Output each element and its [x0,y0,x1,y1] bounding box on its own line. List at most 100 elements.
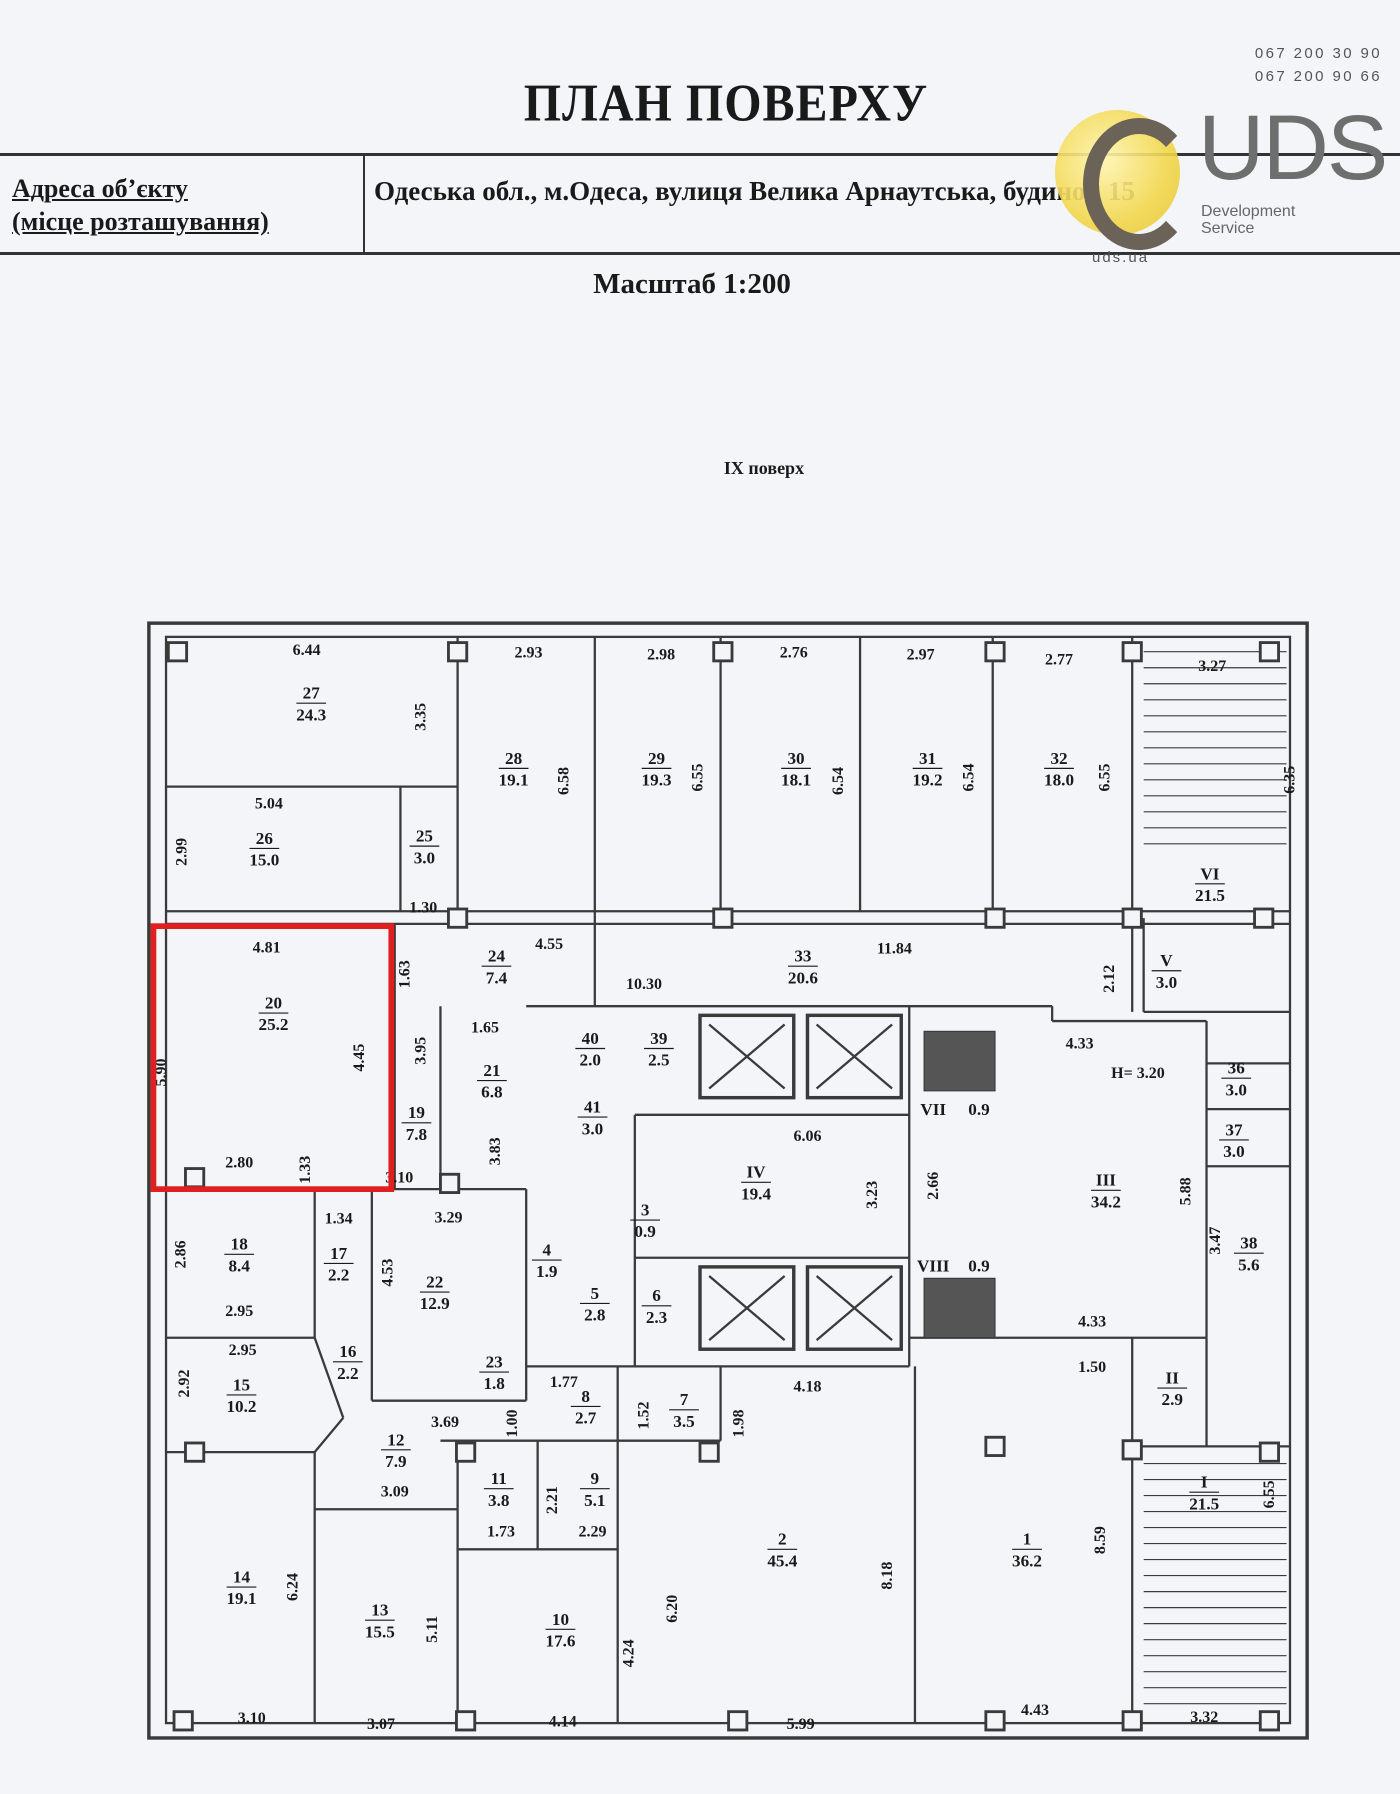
elevator-shaft [698,1013,796,1100]
room-37: 373.0 [1219,1120,1249,1161]
dimension-label: 10.30 [626,976,662,993]
room-area: 3.5 [673,1412,694,1431]
dimension-label: 4.14 [549,1714,577,1731]
room-9: 95.1 [579,1469,610,1510]
room-number: 13 [371,1601,388,1620]
elevator-cross-icon [708,1023,786,1090]
ventilation-grid [923,1277,996,1339]
table-divider [363,155,365,254]
room-area: 5.1 [584,1491,605,1510]
dimension-label: 2.29 [579,1524,607,1541]
elevator-shaft [698,1265,796,1351]
dimension-label: 5.88 [1178,1177,1195,1205]
dimension-label: 6.55 [689,764,706,792]
dimension-label: 4.33 [1066,1036,1094,1053]
dimension-label: 4.24 [621,1639,638,1667]
room-5: 52.8 [579,1284,610,1325]
room-area: 18.1 [781,771,811,790]
ventilation-grid [923,1030,996,1092]
room-number: 30 [787,749,804,768]
dimension-label: 6.55 [1261,1480,1278,1508]
dimension-label: 2.99 [174,838,191,866]
dimension-label: 1.63 [397,960,414,988]
column [172,1710,194,1732]
highlighted-room-20 [150,923,395,1192]
dimension-label: 6.54 [830,767,847,795]
dimension-label: 2.92 [176,1370,193,1398]
room-number: 38 [1240,1234,1257,1253]
room-V: V 3.0 [1151,951,1182,992]
dimension-label: 8.18 [879,1562,896,1590]
room-11: 113.8 [483,1469,514,1510]
room-12: 127.9 [380,1430,411,1471]
room-area: 2.7 [575,1409,597,1428]
room-41: 413.0 [577,1098,608,1138]
room-number: 40 [582,1029,599,1048]
room-number: 12 [387,1430,404,1449]
room-19: 197.8 [401,1103,432,1144]
room-area: 3.0 [1156,973,1177,992]
column [984,641,1006,663]
phone-2: 067 200 90 66 [1254,68,1382,85]
room-area: 2.8 [584,1306,605,1325]
room-number: 41 [584,1098,601,1117]
dimension-label: 5.90 [153,1059,170,1087]
phone-1: 067 200 30 90 [1254,45,1382,62]
elevator-shaft [805,1265,903,1351]
dimension-label: 2.97 [907,647,935,664]
room-number: V [1160,951,1173,970]
dimension-label: 6.55 [1096,764,1113,792]
dimension-label: 3.83 [487,1137,504,1165]
column [712,907,734,929]
column [727,1710,749,1732]
room-8: 82.7 [570,1387,601,1428]
dimension-label: 1.30 [409,899,437,916]
column [166,641,189,663]
room-area: 19.4 [741,1184,771,1203]
column [455,1441,477,1463]
room-area: 2.9 [1162,1390,1183,1409]
room-6: 62.3 [641,1286,672,1327]
column [184,1167,206,1189]
room-number: I [1201,1473,1208,1492]
logo-sub-1: Development [1201,203,1296,220]
room-39: 392.5 [643,1029,674,1070]
room-area: 19.1 [499,771,529,790]
dimension-label: 4.53 [379,1259,396,1287]
column [447,907,469,929]
room-30: 30 18.1 [781,749,811,790]
dimension-label: 3.23 [864,1181,881,1209]
dimension-label: 4.33 [1078,1313,1106,1330]
address-label-line1: Адреса об’єкту [12,174,188,203]
dimension-label: 6.35 [1282,766,1299,794]
room-number: 1 [1023,1530,1032,1549]
dimension-label: 6.24 [285,1573,302,1601]
room-number: 25 [416,827,433,846]
column [1121,907,1143,929]
dimension-label: 2.77 [1045,651,1073,668]
uds-logo-mark [1083,118,1195,250]
room-number: 23 [486,1353,503,1372]
room-number: 14 [233,1567,251,1586]
room-number: 8 [581,1387,590,1406]
address-value: Одеська обл., м.Одеса, вулиця Велика Арн… [374,176,1135,206]
dimension-label: 2.80 [225,1154,253,1171]
room-number: 5 [591,1284,600,1303]
column [1121,1439,1143,1461]
dimension-label: 3.95 [413,1037,430,1065]
column [455,1710,477,1732]
room-number: 28 [505,749,522,768]
page-title: ПЛАН ПОВЕРХУ [523,74,929,133]
dimension-label: 1.33 [297,1156,314,1184]
dimension-label: 3.47 [1207,1227,1224,1255]
room-25: 253.0 [409,827,440,867]
room-number: III [1096,1171,1116,1190]
column [984,1435,1006,1457]
floor-label: IX поверх [723,458,805,478]
logo-sub-2: Service [1201,220,1255,237]
room-23: 231.8 [479,1353,510,1393]
column [447,641,469,663]
column [1258,641,1280,663]
